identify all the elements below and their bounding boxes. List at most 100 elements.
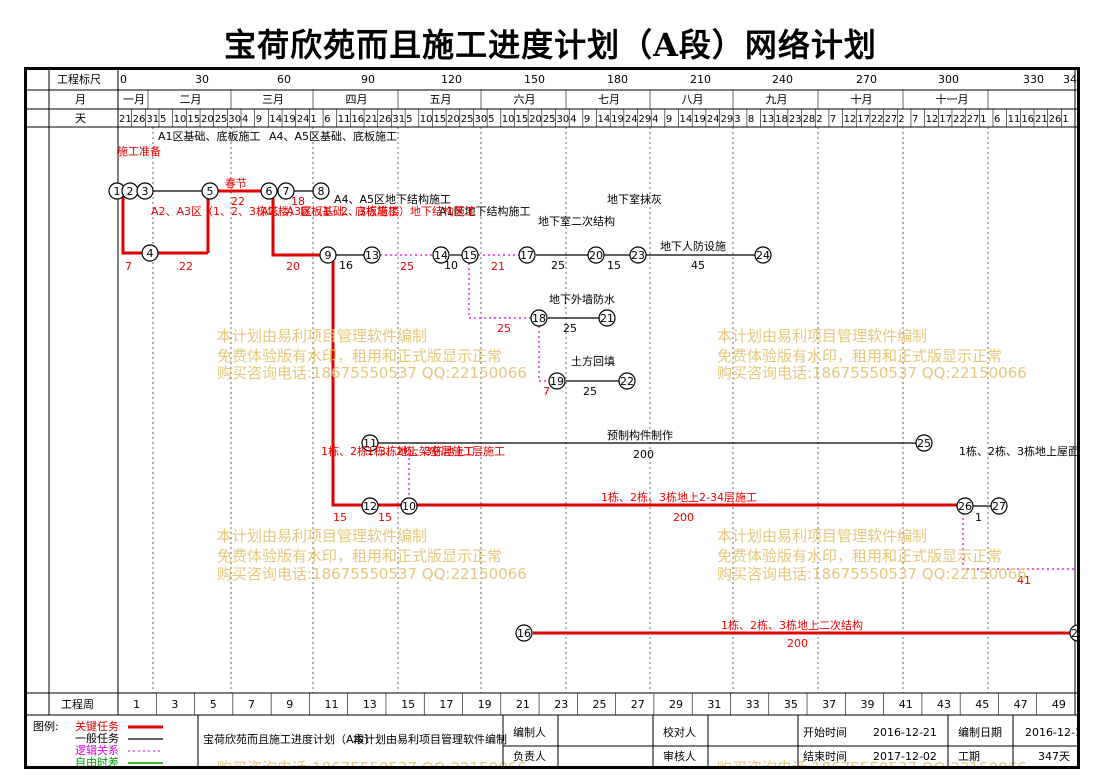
task-waterproof-label: 地下外墙防水 <box>549 292 615 306</box>
week-cell: 47 <box>1014 698 1028 711</box>
footer-software: 本计划由易利项目管理软件编制 <box>353 732 507 746</box>
node-7 <box>277 182 295 200</box>
task-upper-floors-dur: 200 <box>673 511 694 524</box>
day-cell: 15 <box>187 114 200 125</box>
ruler-tick: 0 <box>120 73 127 86</box>
week-cell: 11 <box>325 698 339 711</box>
ruler-tick: 30 <box>195 73 209 86</box>
day-cell: 30 <box>228 114 241 125</box>
week-cell: 43 <box>937 698 951 711</box>
task-a1-base-dur: 22 <box>179 260 193 273</box>
day-cell: 1 <box>310 114 316 125</box>
day-cell: 19 <box>611 114 624 125</box>
week-cell: 49 <box>1052 698 1066 711</box>
task-backfill-label: 土方回填 <box>571 354 615 368</box>
node-9 <box>319 246 337 264</box>
footer-end-value: 2017-12-02 <box>873 750 937 763</box>
day-cell: 2 <box>816 114 822 125</box>
day-cell: 18 <box>775 114 788 125</box>
day-cell: 6 <box>994 114 1000 125</box>
day-cell: 15 <box>433 114 446 125</box>
month-cell: 八月 <box>682 93 704 106</box>
node-15-label: 15 <box>463 249 477 262</box>
legend-float: 自由时差 <box>75 755 119 766</box>
footer-start-value: 2016-12-21 <box>873 726 937 739</box>
footer-start-label: 开始时间 <box>803 725 847 739</box>
day-cell: 2 <box>898 114 904 125</box>
task-civil-defense-dur: 45 <box>691 259 705 272</box>
node-4 <box>141 244 159 262</box>
svg-text:购买咨询电话:18675550537 QQ:22150066: 购买咨询电话:18675550537 QQ:22150066 <box>717 759 1027 766</box>
day-cell: 22 <box>871 114 884 125</box>
month-cell: 六月 <box>514 93 536 106</box>
day-label: 天 <box>75 112 86 125</box>
footer-owner-label: 负责人 <box>513 749 546 763</box>
day-cell: 22 <box>953 114 966 125</box>
task-a1-base-label: A1区基础、底板施工 <box>158 129 261 143</box>
day-cell: 14 <box>680 114 693 125</box>
node-3 <box>136 182 154 200</box>
week-cell: 13 <box>363 698 377 711</box>
day-cell: 24 <box>707 114 720 125</box>
footer-compiler-label: 编制人 <box>513 725 546 739</box>
task-secondary-structure-label: 地下室二次结构 <box>538 214 615 228</box>
svg-text:购买咨询电话:18675550537 QQ:22150066: 购买咨询电话:18675550537 QQ:22150066 <box>717 364 1027 382</box>
week-cell: 39 <box>860 698 874 711</box>
week-cell: 15 <box>401 698 415 711</box>
week-cell: 45 <box>975 698 989 711</box>
week-cell: 29 <box>669 698 683 711</box>
svg-text:购买咨询电话:18675550537 QQ:22150066: 购买咨询电话:18675550537 QQ:22150066 <box>217 759 527 766</box>
day-cell: 11 <box>338 114 351 125</box>
day-cell: 21 <box>1035 114 1048 125</box>
task-waterproof-dur: 25 <box>563 322 577 335</box>
ruler-tick: 240 <box>772 73 793 86</box>
task-plaster-label: 地下室抹灰 <box>607 192 662 206</box>
day-cell: 30 <box>474 114 487 125</box>
day-cell: 27 <box>885 114 898 125</box>
task-festival-label: 春节 <box>225 177 247 190</box>
month-cell: 一月 <box>123 93 145 106</box>
node-27 <box>990 497 1008 515</box>
day-cell: 25 <box>215 114 228 125</box>
lag-41-label: 41 <box>1017 574 1031 587</box>
node-10-label: 10 <box>402 500 416 513</box>
node-27-label: 27 <box>992 500 1006 513</box>
task-plaster-dur: 15 <box>607 259 621 272</box>
node-21-label: 21 <box>600 312 614 325</box>
ruler-tick: 300 <box>938 73 959 86</box>
day-cell: 21 <box>119 114 132 125</box>
task-a2a3-underground-label: A2、A3区（1、2、3栋塔楼）地下结构施工 <box>261 204 476 218</box>
node-15 <box>461 246 479 264</box>
day-cell: 12 <box>926 114 939 125</box>
week-cell: 17 <box>439 698 453 711</box>
day-cell: 16 <box>351 114 364 125</box>
svg-text:购买咨询电话:18675550537 QQ:22150066: 购买咨询电话:18675550537 QQ:22150066 <box>717 565 1027 583</box>
legend-normal: 一般任务 <box>75 732 119 745</box>
ruler-tick: 120 <box>441 73 462 86</box>
node-14-label: 14 <box>434 249 448 262</box>
month-cell: 十一月 <box>936 92 969 106</box>
day-cell: 31 <box>392 114 405 125</box>
ruler-tick: 150 <box>524 73 545 86</box>
lag-25b-label: 25 <box>497 322 511 335</box>
week-cell: 23 <box>554 698 568 711</box>
ruler-tick: 270 <box>856 73 877 86</box>
day-cell: 4 <box>242 114 248 125</box>
day-cell: 25 <box>461 114 474 125</box>
node-20 <box>587 246 605 264</box>
ruler-tick: 330 <box>1023 73 1044 86</box>
node-21 <box>598 309 616 327</box>
svg-text:本计划由易利项目管理软件编制: 本计划由易利项目管理软件编制 <box>717 527 927 545</box>
task-roof-label: 1栋、2栋、3栋地上屋面层及机房层 <box>959 444 1077 458</box>
ruler-tick: 60 <box>277 73 291 86</box>
day-cell: 11 <box>1008 114 1021 125</box>
legend-logic: 逻辑关系 <box>75 743 119 757</box>
node-16 <box>515 624 533 642</box>
node-8 <box>312 182 330 200</box>
node-16-label: 16 <box>517 627 531 640</box>
footer-date-value: 2016-12-17 <box>1025 726 1077 739</box>
node-9-label: 9 <box>325 249 332 262</box>
task-a4a5-underground-label: A4、A5区地下结构施工 <box>334 192 451 206</box>
